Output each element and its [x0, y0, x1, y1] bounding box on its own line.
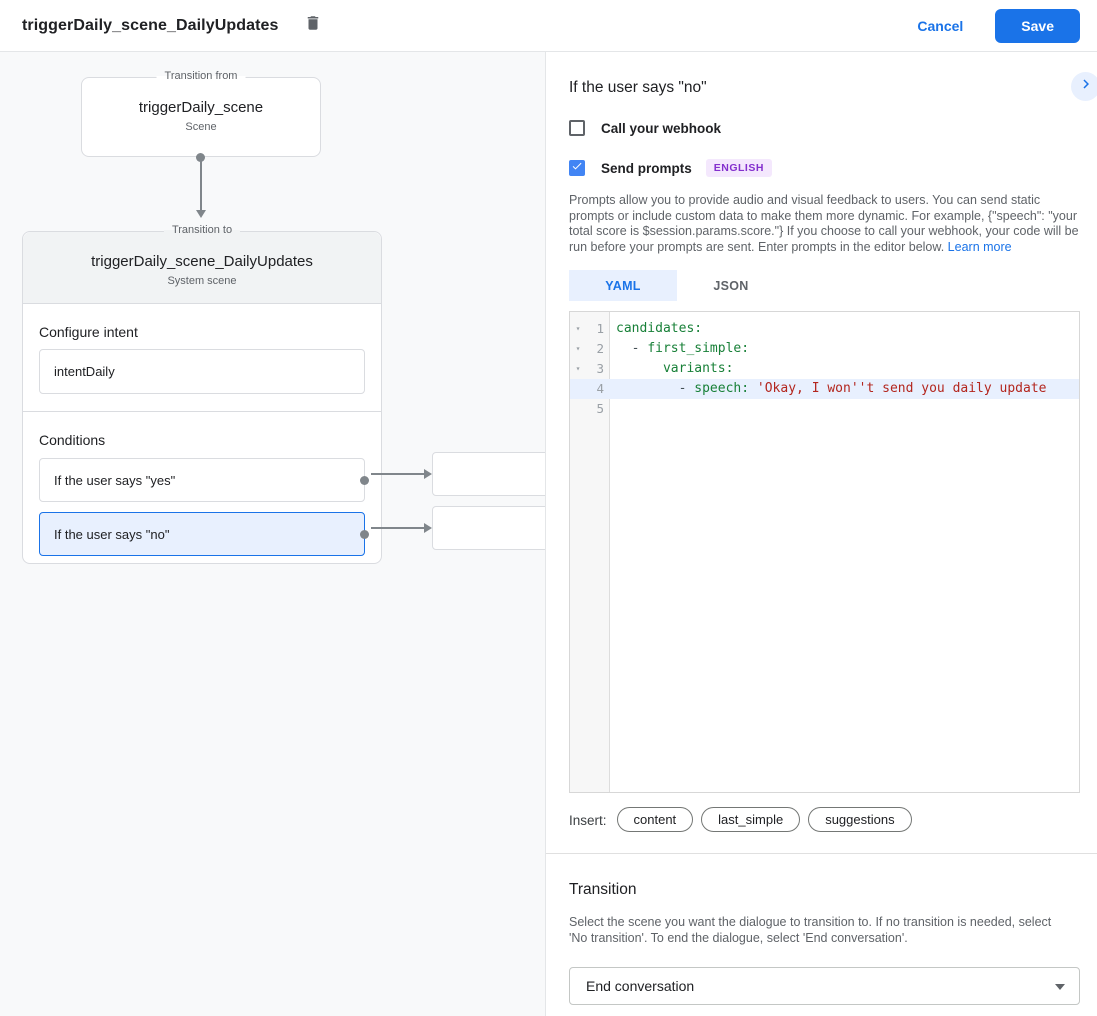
delete-button[interactable] [297, 10, 329, 42]
from-scene-name: triggerDaily_scene [138, 99, 264, 116]
yaml-code-editor[interactable]: ▾ 1 candidates: ▾ 2 - first_simple: ▾ 3 varian… [569, 311, 1080, 793]
send-prompts-checkbox[interactable] [569, 160, 585, 176]
condition-row-yes[interactable]: If the user says "yes" [39, 458, 369, 502]
editor-format-tabs: YAML JSON [569, 270, 1080, 301]
line-number: 4 [596, 381, 604, 396]
line-number: 1 [596, 321, 604, 336]
chevron-right-icon [1077, 75, 1095, 98]
learn-more-link[interactable]: Learn more [947, 239, 1012, 254]
prompts-description: Prompts allow you to provide audio and v… [569, 193, 1080, 255]
connector-line-vertical [200, 156, 202, 210]
to-scene-type: System scene [167, 274, 237, 287]
fold-toggle-icon[interactable]: ▾ [575, 324, 581, 333]
prompts-description-text: Prompts allow you to provide audio and v… [569, 193, 1079, 254]
connector-dot [360, 475, 369, 485]
arrowhead-down-icon [196, 210, 206, 218]
prompt-section: If the user says "no" Call your webhook [546, 52, 1097, 832]
transition-target-box[interactable] [432, 506, 545, 550]
transition-select[interactable]: End conversation [569, 967, 1080, 1005]
panel-title: If the user says "no" [569, 79, 707, 96]
condition-editor-panel: If the user says "no" Call your webhook [545, 52, 1097, 1016]
fold-spacer [570, 399, 586, 419]
fold-toggle-icon[interactable]: ▾ [575, 364, 581, 373]
condition-row-no[interactable]: If the user says "no" [39, 512, 369, 556]
insert-label: Insert: [569, 812, 607, 828]
transition-description: Select the scene you want the dialogue t… [569, 915, 1052, 945]
transition-from-legend: Transition from [156, 70, 246, 82]
arrowhead-right-icon [424, 523, 432, 533]
transition-select-value: End conversation [586, 978, 695, 994]
tab-json[interactable]: JSON [713, 278, 749, 293]
editor-lines: ▾ 1 candidates: ▾ 2 - first_simple: ▾ 3 varian… [570, 312, 1079, 419]
dropdown-caret-icon [1055, 984, 1065, 990]
code-line[interactable]: ▾ 1 candidates: [570, 319, 1079, 339]
transition-target-box[interactable] [432, 452, 545, 496]
intent-field[interactable]: intentDaily [39, 349, 365, 394]
code-text: - first_simple: [616, 341, 750, 356]
fold-toggle-icon[interactable]: ▾ [575, 344, 581, 353]
fold-spacer [570, 379, 586, 399]
insert-chip-last_simple[interactable]: last_simple [701, 807, 801, 832]
save-button[interactable]: Save [995, 8, 1080, 43]
collapse-panel-button[interactable] [1071, 72, 1097, 101]
connector-line-horizontal [371, 473, 424, 475]
insert-chip-content[interactable]: content [616, 807, 694, 832]
line-number: 2 [596, 341, 604, 356]
webhook-row: Call your webhook [569, 120, 1080, 136]
from-scene-type: Scene [185, 121, 217, 133]
connector-line-horizontal [371, 527, 424, 529]
send-prompts-label: Send prompts [601, 160, 692, 176]
code-line[interactable]: 4 - speech: 'Okay, I won''t send you dai… [570, 379, 1079, 399]
transition-to-box[interactable]: Transition to triggerDaily_scene_DailyUp… [22, 224, 382, 564]
call-webhook-label: Call your webhook [601, 120, 722, 136]
trash-icon [304, 13, 322, 38]
transition-from-box[interactable]: Transition from triggerDaily_scene Scene [81, 70, 321, 157]
code-line[interactable]: 5 [570, 399, 1079, 419]
page-title: triggerDaily_scene_DailyUpdates [22, 16, 279, 34]
transition-title: Transition [569, 881, 637, 898]
connector-dot [360, 529, 369, 539]
to-scene-header: triggerDaily_scene_DailyUpdates System s… [23, 232, 381, 304]
language-badge: ENGLISH [705, 159, 772, 177]
conditions-label: Conditions [39, 432, 106, 448]
condition-yes-label: If the user says "yes" [54, 472, 176, 488]
arrowhead-right-icon [424, 469, 432, 479]
code-line[interactable]: ▾ 2 - first_simple: [570, 339, 1079, 359]
line-number: 5 [596, 401, 604, 416]
transition-section: Transition Select the scene you want the… [546, 854, 1097, 1005]
code-text [610, 399, 1079, 419]
divider [23, 411, 381, 412]
line-number: 3 [596, 361, 604, 376]
call-webhook-checkbox[interactable] [569, 120, 585, 136]
code-text: - speech: 'Okay, I won''t send you daily… [616, 381, 1047, 396]
insert-chip-suggestions[interactable]: suggestions [808, 807, 912, 832]
insert-chips: content last_simple suggestions [616, 807, 920, 832]
divider [546, 853, 1097, 854]
insert-row: Insert: content last_simple suggestions [569, 807, 1080, 832]
code-text: variants: [616, 361, 734, 376]
transition-to-legend: Transition to [163, 224, 241, 236]
tab-yaml[interactable]: YAML [569, 270, 677, 301]
code-line[interactable]: ▾ 3 variants: [570, 359, 1079, 379]
configure-intent-label: Configure intent [39, 324, 138, 340]
code-text: candidates: [616, 321, 703, 336]
header-bar: triggerDaily_scene_DailyUpdates Cancel S… [0, 0, 1097, 52]
send-prompts-row: Send prompts ENGLISH [569, 159, 1080, 177]
checkmark-icon [571, 159, 583, 177]
cancel-button[interactable]: Cancel [917, 17, 964, 34]
scene-flow-canvas: Transition from triggerDaily_scene Scene… [0, 52, 545, 1016]
to-scene-name: triggerDaily_scene_DailyUpdates [91, 252, 313, 270]
condition-no-label: If the user says "no" [54, 526, 170, 542]
